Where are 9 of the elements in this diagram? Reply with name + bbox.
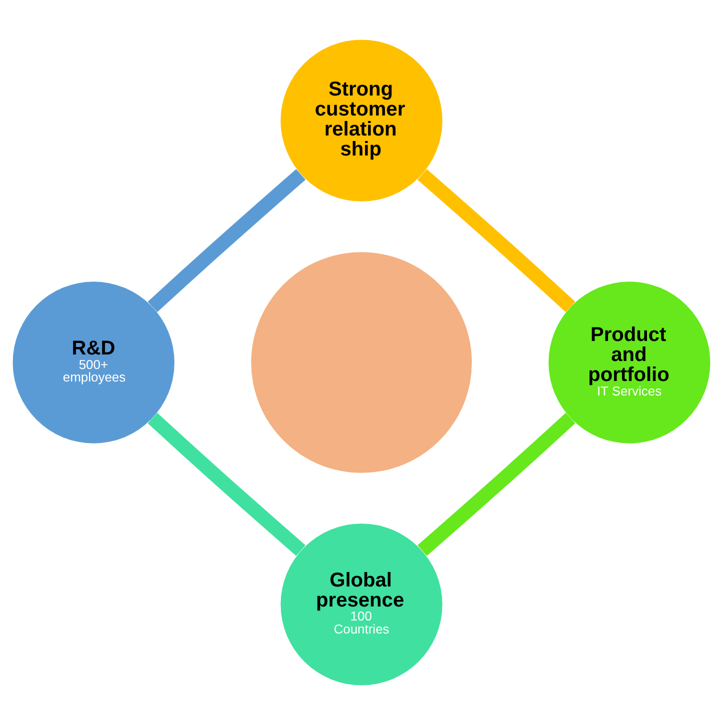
connector: [418, 168, 576, 312]
node-circle: R&D 500+ employees: [12, 281, 174, 443]
node-circle: Global presence 100 Countries: [280, 523, 442, 685]
node-circle: Product and portfolio IT Services: [548, 281, 710, 443]
connector: [418, 412, 576, 556]
node-circle: [251, 252, 472, 472]
connector: [148, 168, 306, 312]
node-circle: Strong customer relation ship: [280, 39, 442, 201]
connector: [148, 412, 306, 556]
